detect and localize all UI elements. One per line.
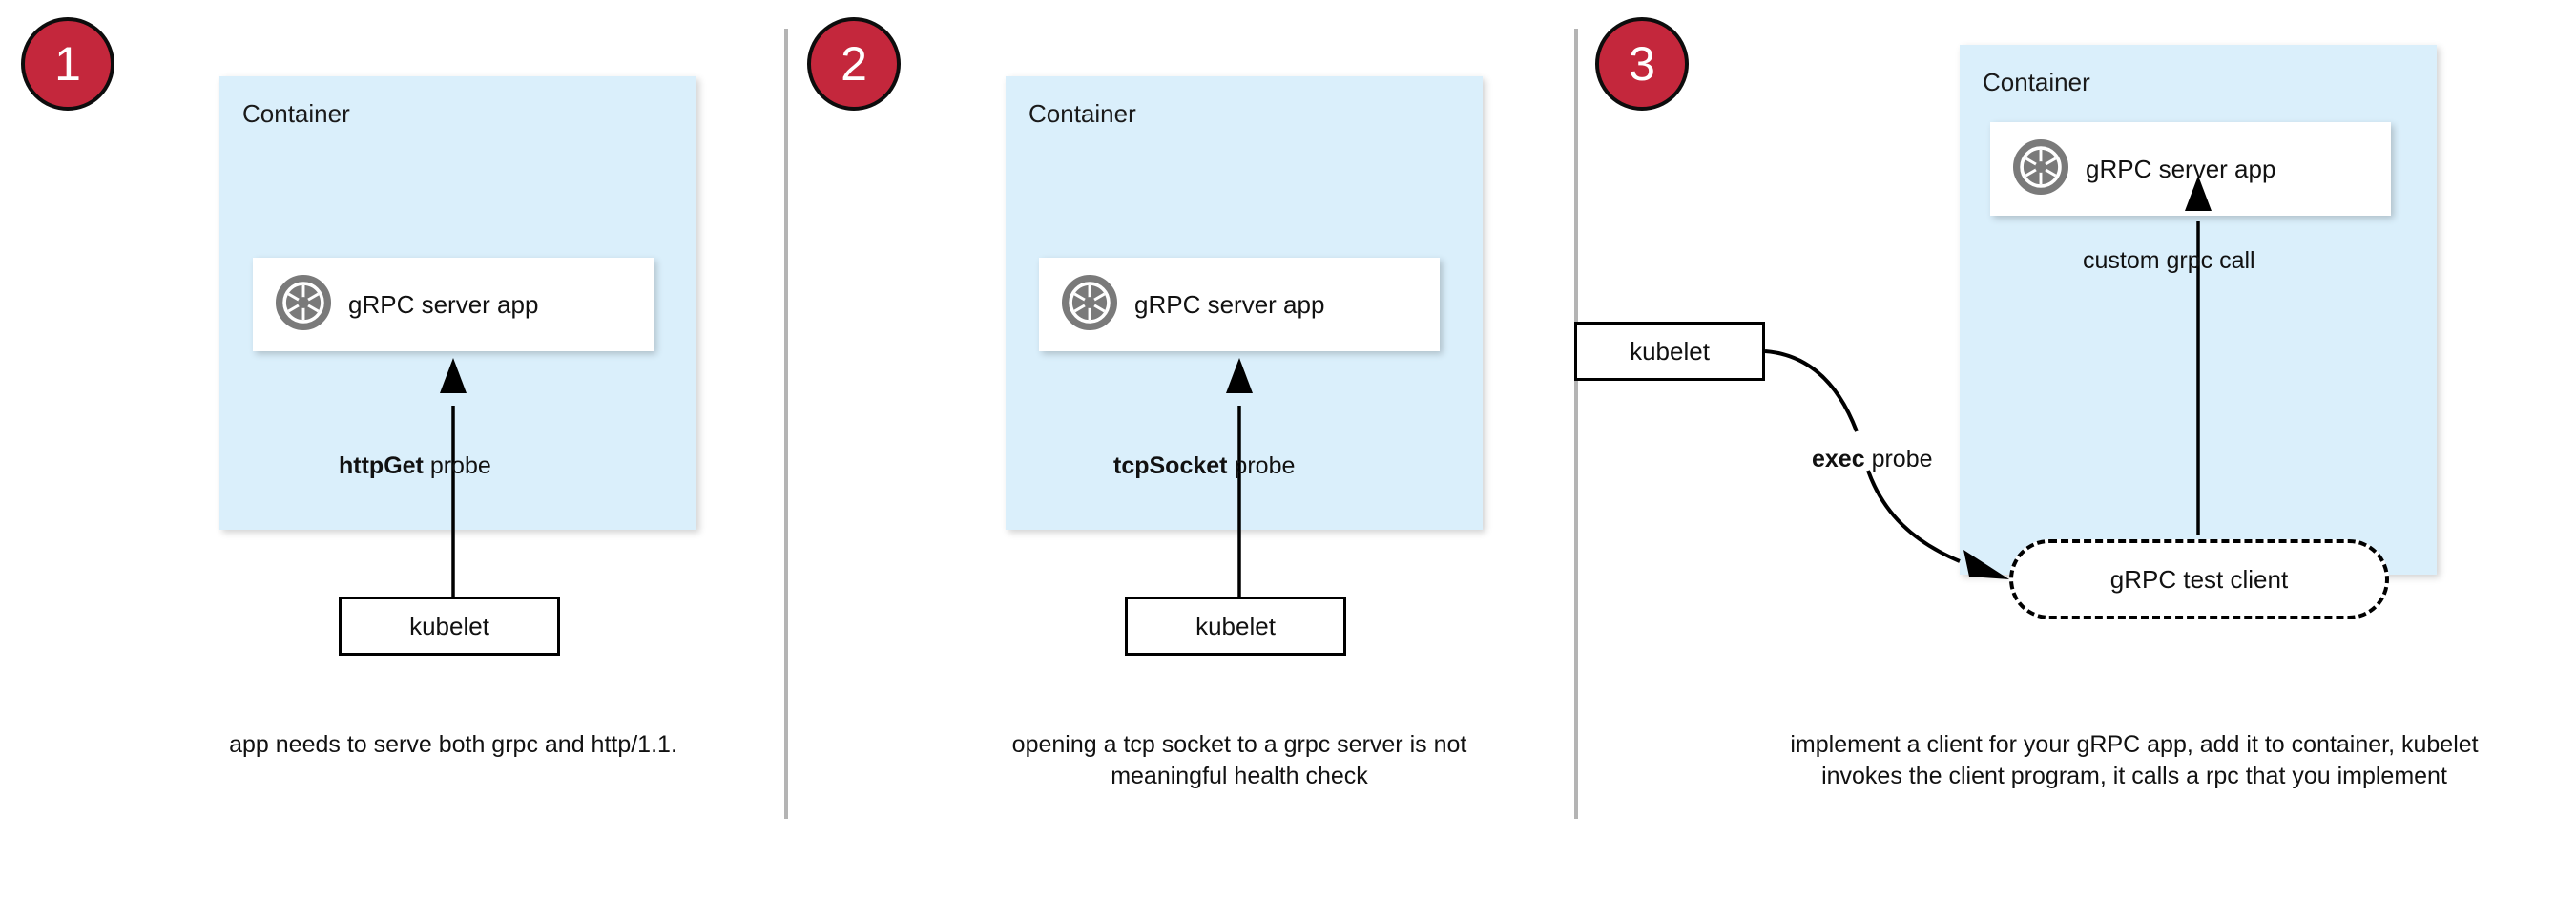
kubelet-box-3: kubelet xyxy=(1574,322,1765,381)
kubelet-box-2: kubelet xyxy=(1125,597,1346,656)
grpc-server-app-card-2: gRPC server app xyxy=(1039,258,1440,351)
grpc-server-app-card-3: gRPC server app xyxy=(1990,122,2391,216)
probe-type-bold: exec xyxy=(1812,446,1865,472)
grpc-aperture-icon xyxy=(1062,274,1117,335)
panel-step-3: 3 Container xyxy=(1574,0,2576,923)
container-label-2: Container xyxy=(1028,99,1136,128)
panel-step-1: 1 Container xyxy=(0,0,784,923)
grpc-server-app-label-3: gRPC server app xyxy=(2086,154,2276,183)
panel-divider-1 xyxy=(784,29,788,819)
caption-3: implement a client for your gRPC app, ad… xyxy=(1790,731,2479,790)
grpc-server-app-card-1: gRPC server app xyxy=(253,258,654,351)
kubelet-box-1: kubelet xyxy=(339,597,560,656)
probe-type-rest: probe xyxy=(1227,452,1296,479)
probe-type-bold: tcpSocket xyxy=(1113,452,1228,479)
grpc-aperture-icon xyxy=(2013,138,2068,199)
panel-step-2: 2 Container xyxy=(788,0,1574,923)
probe-type-bold: httpGet xyxy=(339,452,424,479)
grpc-test-client-node: gRPC test client xyxy=(2009,539,2389,619)
probe-type-rest: probe xyxy=(1864,446,1933,472)
grpc-server-app-label-1: gRPC server app xyxy=(348,289,539,319)
step-badge-1: 1 xyxy=(21,17,114,111)
httpget-probe-label: httpGet probe xyxy=(339,452,491,480)
probe-type-rest: probe xyxy=(423,452,491,479)
custom-grpc-call-label: custom grpc call xyxy=(2083,247,2255,274)
container-label-3: Container xyxy=(1983,68,2090,96)
step-badge-3: 3 xyxy=(1595,17,1689,111)
tcpsocket-probe-label: tcpSocket probe xyxy=(1113,452,1296,480)
step-badge-2: 2 xyxy=(807,17,901,111)
caption-2: opening a tcp socket to a grpc server is… xyxy=(1011,731,1467,790)
panel-divider-2 xyxy=(1574,29,1578,819)
grpc-aperture-icon xyxy=(276,274,331,335)
grpc-server-app-label-2: gRPC server app xyxy=(1134,289,1325,319)
caption-1: app needs to serve both grpc and http/1.… xyxy=(229,731,677,758)
container-label-1: Container xyxy=(242,99,350,128)
exec-probe-label: exec probe xyxy=(1812,446,1933,473)
